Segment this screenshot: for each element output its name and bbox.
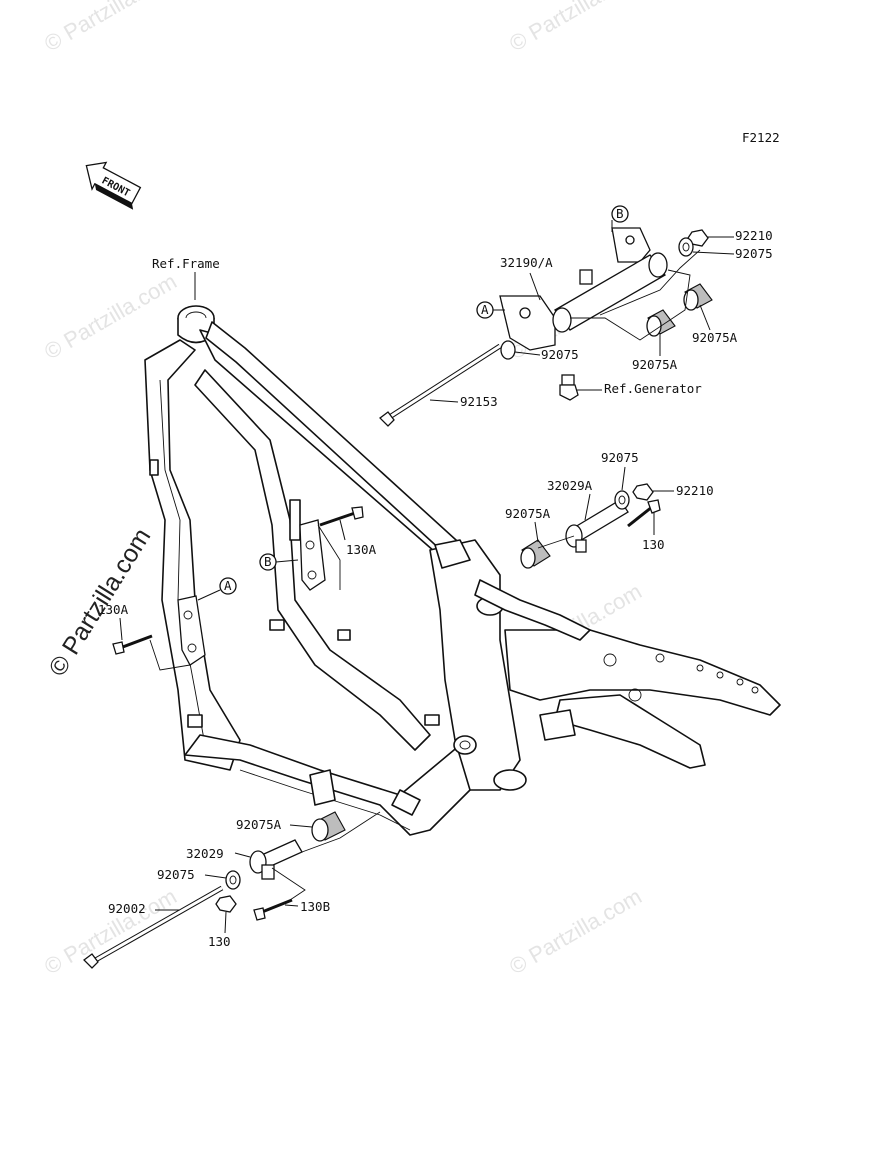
callout-b-frame-label: B: [264, 554, 272, 569]
nut-92210: [632, 483, 654, 501]
watermark-text: © Partzilla.com: [505, 0, 646, 56]
washer-92075: [678, 237, 694, 257]
mount-32029: [249, 839, 303, 880]
upper-mount-bracket: [499, 227, 668, 351]
bolt-130A: [319, 506, 364, 527]
washer-92075: [225, 870, 241, 890]
ref-generator-label: Ref.Generator: [604, 381, 702, 396]
part-92075-mid-top-label: 92075: [541, 347, 579, 362]
part-92075A-right-label: 92075A: [505, 506, 551, 521]
part-92153-label: 92153: [460, 394, 498, 409]
callout-a-frame-label: A: [224, 578, 232, 593]
bolt-130B: [253, 898, 293, 921]
long-bolt-92153: [379, 343, 502, 427]
bolt-130A: [112, 634, 153, 655]
frame-bracket-b: [299, 519, 326, 591]
part-92210-top-label: 92210: [735, 228, 773, 243]
ref-frame-label: Ref.Frame: [152, 256, 220, 271]
part-92002-label: 92002: [108, 901, 146, 916]
washer-92075: [500, 340, 516, 360]
washer-92075: [614, 490, 630, 510]
part-92075A-bottom-label: 92075A: [236, 817, 282, 832]
nut-130: [215, 895, 237, 913]
watermark-text: © Partzilla.com: [505, 884, 646, 980]
frame-bracket-a: [177, 595, 206, 666]
generator-fitting: [559, 374, 579, 401]
watermark-text: © Partzilla.com: [40, 269, 181, 365]
part-92075-top-label: 92075: [735, 246, 773, 261]
front-arrow-icon: FRONT: [85, 161, 142, 210]
part-92075-right-label: 92075: [601, 450, 639, 465]
part-32190-label: 32190/A: [500, 255, 553, 270]
callout-a: [219, 577, 237, 595]
part-130A-upper-label: 130A: [346, 542, 377, 557]
callout-a-label: A: [481, 302, 489, 317]
bushing-92075A: [646, 309, 676, 337]
motorcycle-frame: [144, 305, 781, 836]
watermark-text: © Partzilla.com: [40, 884, 181, 980]
bolt-130: [627, 499, 661, 528]
part-32029A-label: 32029A: [547, 478, 593, 493]
part-130-bottom-label: 130: [208, 934, 231, 949]
part-92075A-top-mid-label: 92075A: [632, 357, 678, 372]
part-130-right-label: 130: [642, 537, 665, 552]
callout-b: [611, 205, 629, 223]
part-32029-label: 32029: [186, 846, 224, 861]
part-130B-label: 130B: [300, 899, 330, 914]
watermark-text: © Partzilla.com: [40, 0, 181, 56]
bushing-92075A: [311, 811, 346, 842]
watermark-primary: © Partzilla.com: [43, 523, 156, 681]
long-bolt-92002: [83, 885, 224, 969]
figure-code: F2122: [742, 130, 780, 145]
part-92210-right-label: 92210: [676, 483, 714, 498]
bushing-92075A: [520, 539, 551, 569]
part-130A-left-label: 130A: [98, 602, 129, 617]
part-92075A-top-right-label: 92075A: [692, 330, 738, 345]
part-92075-bottom-label: 92075: [157, 867, 195, 882]
callout-b-label: B: [616, 206, 624, 221]
